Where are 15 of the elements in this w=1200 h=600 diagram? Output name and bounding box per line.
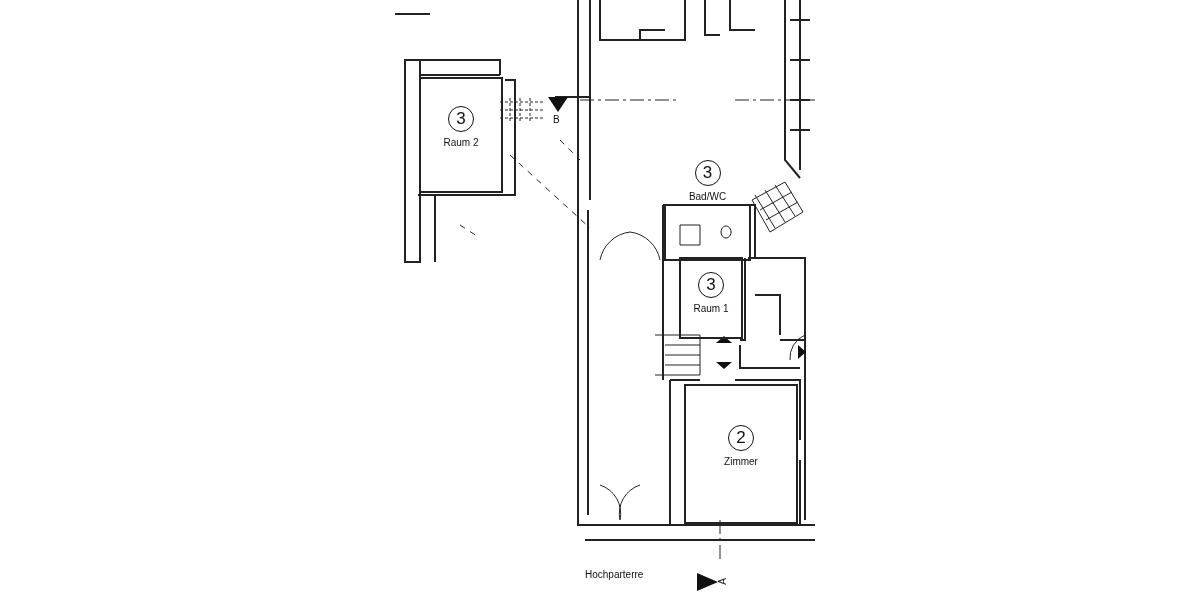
section-label: A bbox=[716, 578, 728, 585]
room-outline bbox=[685, 385, 797, 523]
room-number: 2 bbox=[728, 425, 754, 451]
room-number: 3 bbox=[448, 106, 474, 132]
room-name: Raum 2 bbox=[443, 137, 479, 148]
room-outline bbox=[680, 258, 742, 338]
room-outline bbox=[665, 160, 750, 260]
room-outline bbox=[420, 78, 502, 192]
floor-label: Hochparterre bbox=[585, 569, 644, 580]
section-label: B bbox=[553, 114, 560, 125]
room-name: Bad/WC bbox=[688, 191, 727, 202]
room-name: Raum 1 bbox=[693, 303, 729, 314]
room-number: 3 bbox=[694, 160, 721, 186]
room-number: 3 bbox=[698, 272, 724, 298]
room-name: Zimmer bbox=[724, 456, 758, 467]
